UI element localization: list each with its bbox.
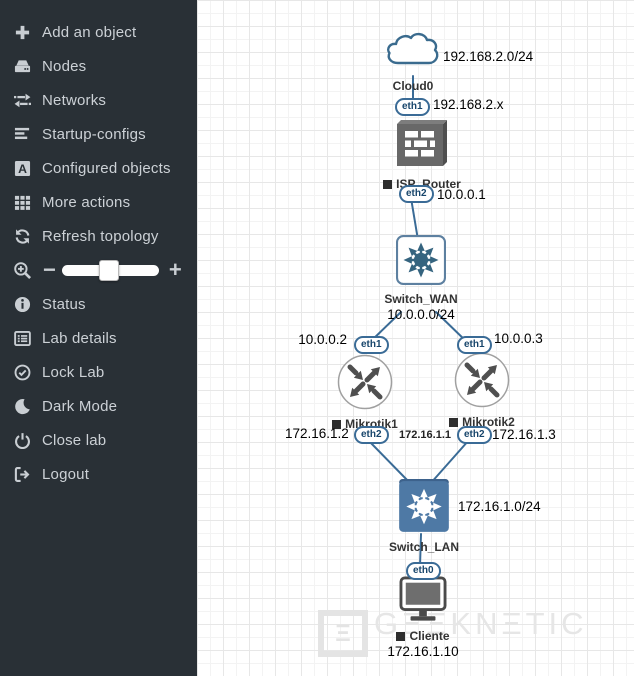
sidebar-item-label: Close lab (42, 431, 107, 449)
node-label: Cloud0 (392, 79, 434, 93)
interface-badge-isp-eth1: eth1 (395, 98, 430, 116)
sidebar-item-label: Logout (42, 465, 90, 483)
info-icon (9, 296, 35, 313)
power-icon (9, 432, 35, 449)
topology-canvas[interactable]: Ξ GΞΞKNΞTIC Cloud0 192.168.2.0/24 eth1 1… (197, 0, 634, 676)
switch-icon (395, 235, 447, 290)
sidebar-item-status[interactable]: Status (0, 287, 197, 321)
node-label: Switch_LAN (389, 540, 460, 554)
zoom-out-button[interactable]: − (43, 257, 56, 282)
node-switch-wan[interactable]: Switch_WAN 10.0.0.0/24 (384, 235, 458, 322)
zoom-in-button[interactable]: + (168, 257, 182, 282)
interface-badge-mk2-eth2: eth2 (457, 426, 492, 444)
sidebar-item-nodes[interactable]: Nodes (0, 49, 197, 83)
sidebar-item-label: Lock Lab (42, 363, 105, 381)
sidebar-item-close-lab[interactable]: Close lab (0, 423, 197, 457)
sidebar-item-label: Add an object (42, 23, 137, 41)
node-label: Switch_WAN (384, 292, 458, 306)
sidebar: Add an object Nodes Networks Startup-con… (0, 0, 197, 676)
lab-details-icon (9, 330, 35, 347)
zoom-icon (9, 261, 35, 280)
sidebar-item-more-actions[interactable]: More actions (0, 185, 197, 219)
node-label: Mikrotik2 (449, 415, 515, 429)
sidebar-item-refresh-topology[interactable]: Refresh topology (0, 219, 197, 253)
sidebar-item-label: Refresh topology (42, 227, 159, 245)
ip-label-mk1-wan: 10.0.0.2 (298, 332, 347, 347)
interface-badge-mk1-eth2: eth2 (354, 426, 389, 444)
firewall-router-icon (394, 118, 450, 175)
sidebar-item-lab-details[interactable]: Lab details (0, 321, 197, 355)
pc-monitor-icon (397, 576, 449, 627)
sidebar-item-dark-mode[interactable]: Dark Mode (0, 389, 197, 423)
nodes-icon (9, 58, 35, 75)
sidebar-item-label: Status (42, 295, 86, 313)
sidebar-item-label: More actions (42, 193, 131, 211)
refresh-icon (9, 228, 35, 245)
sidebar-item-label: Startup-configs (42, 125, 146, 143)
cloud-icon (384, 28, 442, 77)
plus-icon (9, 24, 35, 41)
ip-label-mk2-wan: 10.0.0.3 (494, 331, 543, 346)
moon-icon (9, 398, 35, 415)
zoom-controls: − + (0, 253, 197, 287)
zoom-slider[interactable] (61, 259, 159, 281)
node-status-square (332, 419, 342, 429)
sidebar-item-lock-lab[interactable]: Lock Lab (0, 355, 197, 389)
sidebar-item-label: Networks (42, 91, 107, 109)
sidebar-item-startup-configs[interactable]: Startup-configs (0, 117, 197, 151)
ip-label-isp: 10.0.0.1 (437, 187, 486, 202)
interface-badge-mk1-eth1: eth1 (354, 336, 389, 354)
logout-icon (9, 466, 35, 483)
node-isp-router[interactable]: ISP_Router (383, 118, 461, 191)
sidebar-item-label: Lab details (42, 329, 117, 347)
node-status-square (383, 179, 393, 189)
router-icon (337, 354, 393, 415)
sidebar-item-logout[interactable]: Logout (0, 457, 197, 491)
sidebar-item-configured-objects[interactable]: A Configured objects (0, 151, 197, 185)
subnet-label-cloud: 192.168.2.0/24 (443, 49, 534, 64)
ip-label-mk1-lan: 172.16.1.2 (285, 426, 349, 441)
node-status-square (396, 631, 406, 641)
node-label: Cliente (396, 629, 450, 643)
switch-icon-filled (398, 479, 450, 538)
svg-text:A: A (18, 161, 27, 175)
node-mikrotik1[interactable]: Mikrotik1 (327, 354, 403, 431)
node-cloud0[interactable]: Cloud0 (381, 28, 445, 93)
watermark-text: GΞΞKNΞTIC (374, 606, 588, 641)
more-actions-icon (9, 194, 35, 211)
interface-badge-client-eth0: eth0 (406, 562, 441, 580)
sidebar-item-networks[interactable]: Networks (0, 83, 197, 117)
networks-icon (9, 92, 35, 109)
router-icon (454, 352, 510, 413)
ip-label-client: 172.16.1.10 (387, 644, 459, 659)
interface-badge-isp-eth2: eth2 (399, 185, 434, 203)
zoom-slider-handle[interactable] (98, 259, 119, 281)
sidebar-item-label: Configured objects (42, 159, 171, 177)
subnet-label-wan: 10.0.0.0/24 (387, 307, 455, 322)
ip-label-cloud-link: 192.168.2.x (433, 97, 504, 112)
node-mikrotik2[interactable]: Mikrotik2 (444, 352, 520, 429)
sidebar-item-label: Nodes (42, 57, 87, 75)
lock-check-icon (9, 364, 35, 381)
sidebar-item-label: Dark Mode (42, 397, 118, 415)
node-status-square (449, 417, 459, 427)
ip-label-mk2-lan: 172.16.1.3 (492, 427, 556, 442)
ip-label-gateway: 172.16.1.1 (399, 429, 451, 441)
node-cliente[interactable]: Cliente 172.16.1.10 (387, 576, 459, 659)
configured-objects-icon: A (9, 160, 35, 177)
subnet-label-lan: 172.16.1.0/24 (458, 499, 541, 514)
interface-badge-mk2-eth1: eth1 (457, 336, 492, 354)
sidebar-item-add-object[interactable]: Add an object (0, 15, 197, 49)
watermark-logo: Ξ (318, 610, 368, 657)
startup-configs-icon (9, 126, 35, 143)
node-switch-lan[interactable]: Switch_LAN (389, 479, 460, 554)
